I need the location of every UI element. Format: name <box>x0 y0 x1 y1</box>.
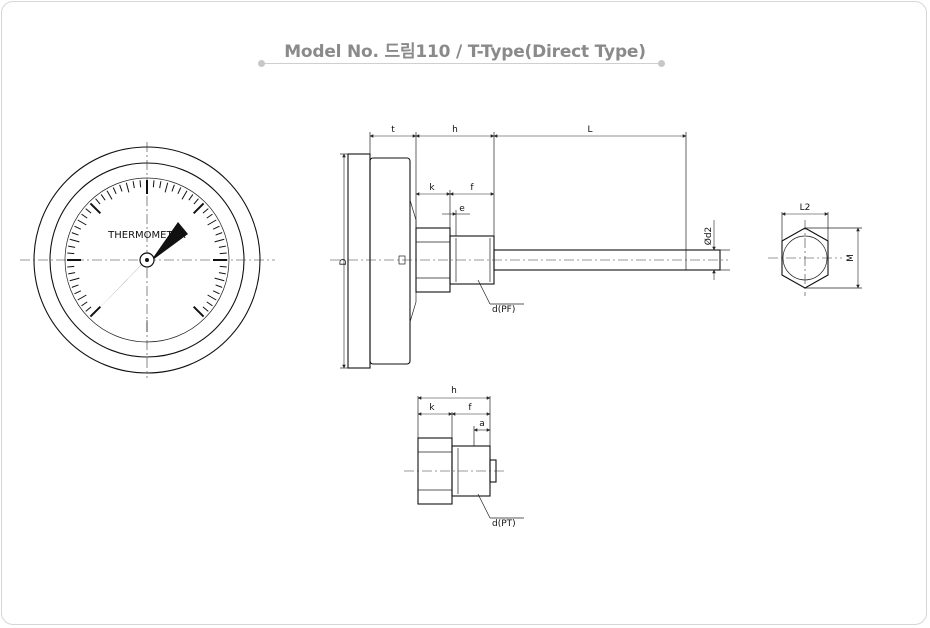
pt-detail-view: h k f a d(PT) <box>404 386 524 529</box>
gauge-scale-tick <box>68 272 76 275</box>
gauge-scale-tick <box>89 305 102 318</box>
gauge-scale-tick <box>125 182 130 193</box>
gauge-scale-tick <box>215 232 223 236</box>
gauge-scale-tick <box>67 252 75 255</box>
gauge-scale <box>67 180 227 318</box>
thread-pt-label: d(PT) <box>492 519 516 529</box>
gauge-scale-tick <box>212 290 220 295</box>
gauge-scale-tick <box>119 184 123 192</box>
gauge-scale-tick <box>95 198 101 205</box>
title-divider <box>262 63 662 64</box>
gauge-scale-tick <box>152 180 155 188</box>
gauge-needle-tail <box>150 222 188 262</box>
side-case <box>369 157 411 365</box>
gauge-scale-tick <box>207 219 217 226</box>
gauge-scale-tick <box>81 213 88 219</box>
gauge-scale-tick <box>71 284 79 288</box>
gauge-scale-tick <box>68 245 76 248</box>
gauge-dial-label: THERMOMETER <box>107 230 186 241</box>
gauge-scale-tick <box>206 213 213 219</box>
pt-dim-h-label: h <box>451 386 457 396</box>
dim-D-label: D <box>339 258 349 265</box>
divider-dot-right <box>658 60 665 67</box>
gauge-scale-tick <box>159 181 162 189</box>
gauge-scale-tick <box>74 290 82 295</box>
gauge-scale-tick <box>74 225 82 230</box>
dim-M-label: M <box>846 254 856 262</box>
gauge-side-view: t h L k f e D Ød2 d(PF) <box>330 125 730 369</box>
gauge-needle <box>90 256 150 318</box>
dim-t-label: t <box>391 125 395 135</box>
thread-pf-label: d(PF) <box>492 305 515 315</box>
pt-dim-f-label: f <box>468 403 472 413</box>
gauge-scale-tick <box>218 272 226 275</box>
gauge-scale-tick <box>67 265 75 268</box>
gauge-scale-tick <box>132 181 135 189</box>
gauge-scale-tick <box>77 219 87 226</box>
gauge-scale-tick <box>69 238 80 243</box>
gauge-scale-tick <box>219 252 227 255</box>
gauge-scale-tick <box>207 294 217 301</box>
gauge-scale-tick <box>219 265 227 268</box>
gauge-scale-tick <box>106 190 113 200</box>
gauge-scale-tick <box>212 225 220 230</box>
gauge-scale-tick <box>85 208 92 214</box>
dim-f-label: f <box>470 183 474 193</box>
gauge-scale-tick <box>193 198 199 205</box>
gauge-scale-tick <box>214 238 225 243</box>
gauge-scale-tick <box>206 301 213 307</box>
dim-e-label: e <box>459 204 465 214</box>
pt-dim-k-label: k <box>429 403 435 413</box>
gauge-scale-tick <box>69 277 80 282</box>
pt-dim-a-label: a <box>479 419 485 429</box>
gauge-scale-tick <box>85 306 92 312</box>
gauge-front-view: THERMOMETER <box>20 142 275 378</box>
gauge-scale-tick <box>77 294 87 301</box>
gauge-scale-tick <box>181 190 188 200</box>
gauge-scale-tick <box>192 202 205 215</box>
divider-dot-left <box>258 60 265 67</box>
side-case-back <box>409 199 417 323</box>
page-title: Model No. 드림110 / T-Type(Direct Type) <box>284 42 646 62</box>
gauge-scale-tick <box>164 182 169 193</box>
gauge-scale-tick <box>214 277 225 282</box>
gauge-scale-tick <box>177 187 182 195</box>
gauge-scale-tick <box>218 245 226 248</box>
gauge-pivot-center <box>145 258 149 262</box>
dim-h-label: h <box>452 125 458 135</box>
dim-L2-label: L2 <box>800 203 811 213</box>
gauge-scale-tick <box>112 187 117 195</box>
gauge-scale-tick <box>215 284 223 288</box>
gauge-scale-tick <box>192 305 205 318</box>
dim-k-label: k <box>429 183 435 193</box>
gauge-scale-tick <box>171 184 175 192</box>
gauge-scale-tick <box>71 232 79 236</box>
gauge-scale-tick <box>202 306 209 312</box>
side-bezel <box>347 153 371 369</box>
gauge-scale-tick <box>100 194 106 201</box>
dim-d2-label: Ød2 <box>703 227 714 246</box>
gauge-scale-tick <box>188 194 194 201</box>
gauge-scale-tick <box>81 301 88 307</box>
hex-end-view: L2 M <box>768 203 862 296</box>
dim-L-label: L <box>587 125 592 135</box>
gauge-scale-tick <box>202 208 209 214</box>
gauge-scale-tick <box>139 180 142 188</box>
gauge-scale-tick <box>89 202 102 215</box>
